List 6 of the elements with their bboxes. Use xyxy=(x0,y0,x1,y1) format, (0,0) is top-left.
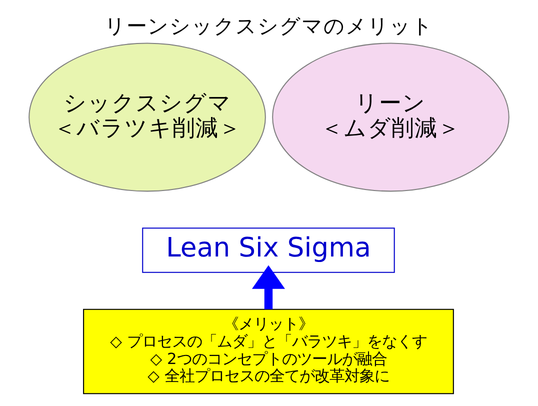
node-ellipse: シックスシグマ ＜バラツキ削減＞ xyxy=(28,42,266,192)
node-box: Lean Six Sigma xyxy=(142,228,395,273)
node-box: 《メリット》 ◇ プロセスの「ムダ」と「バラツキ」をなくす ◇ 2つのコンセプトのツールが融合 ◇ 全社プロセスの全てが改革対象に xyxy=(83,308,454,394)
node-ellipse: リーン ＜ムダ削減＞ xyxy=(272,42,510,192)
arrow xyxy=(252,265,285,310)
diagram-title: リーンシックスシグマのメリット xyxy=(104,14,434,38)
